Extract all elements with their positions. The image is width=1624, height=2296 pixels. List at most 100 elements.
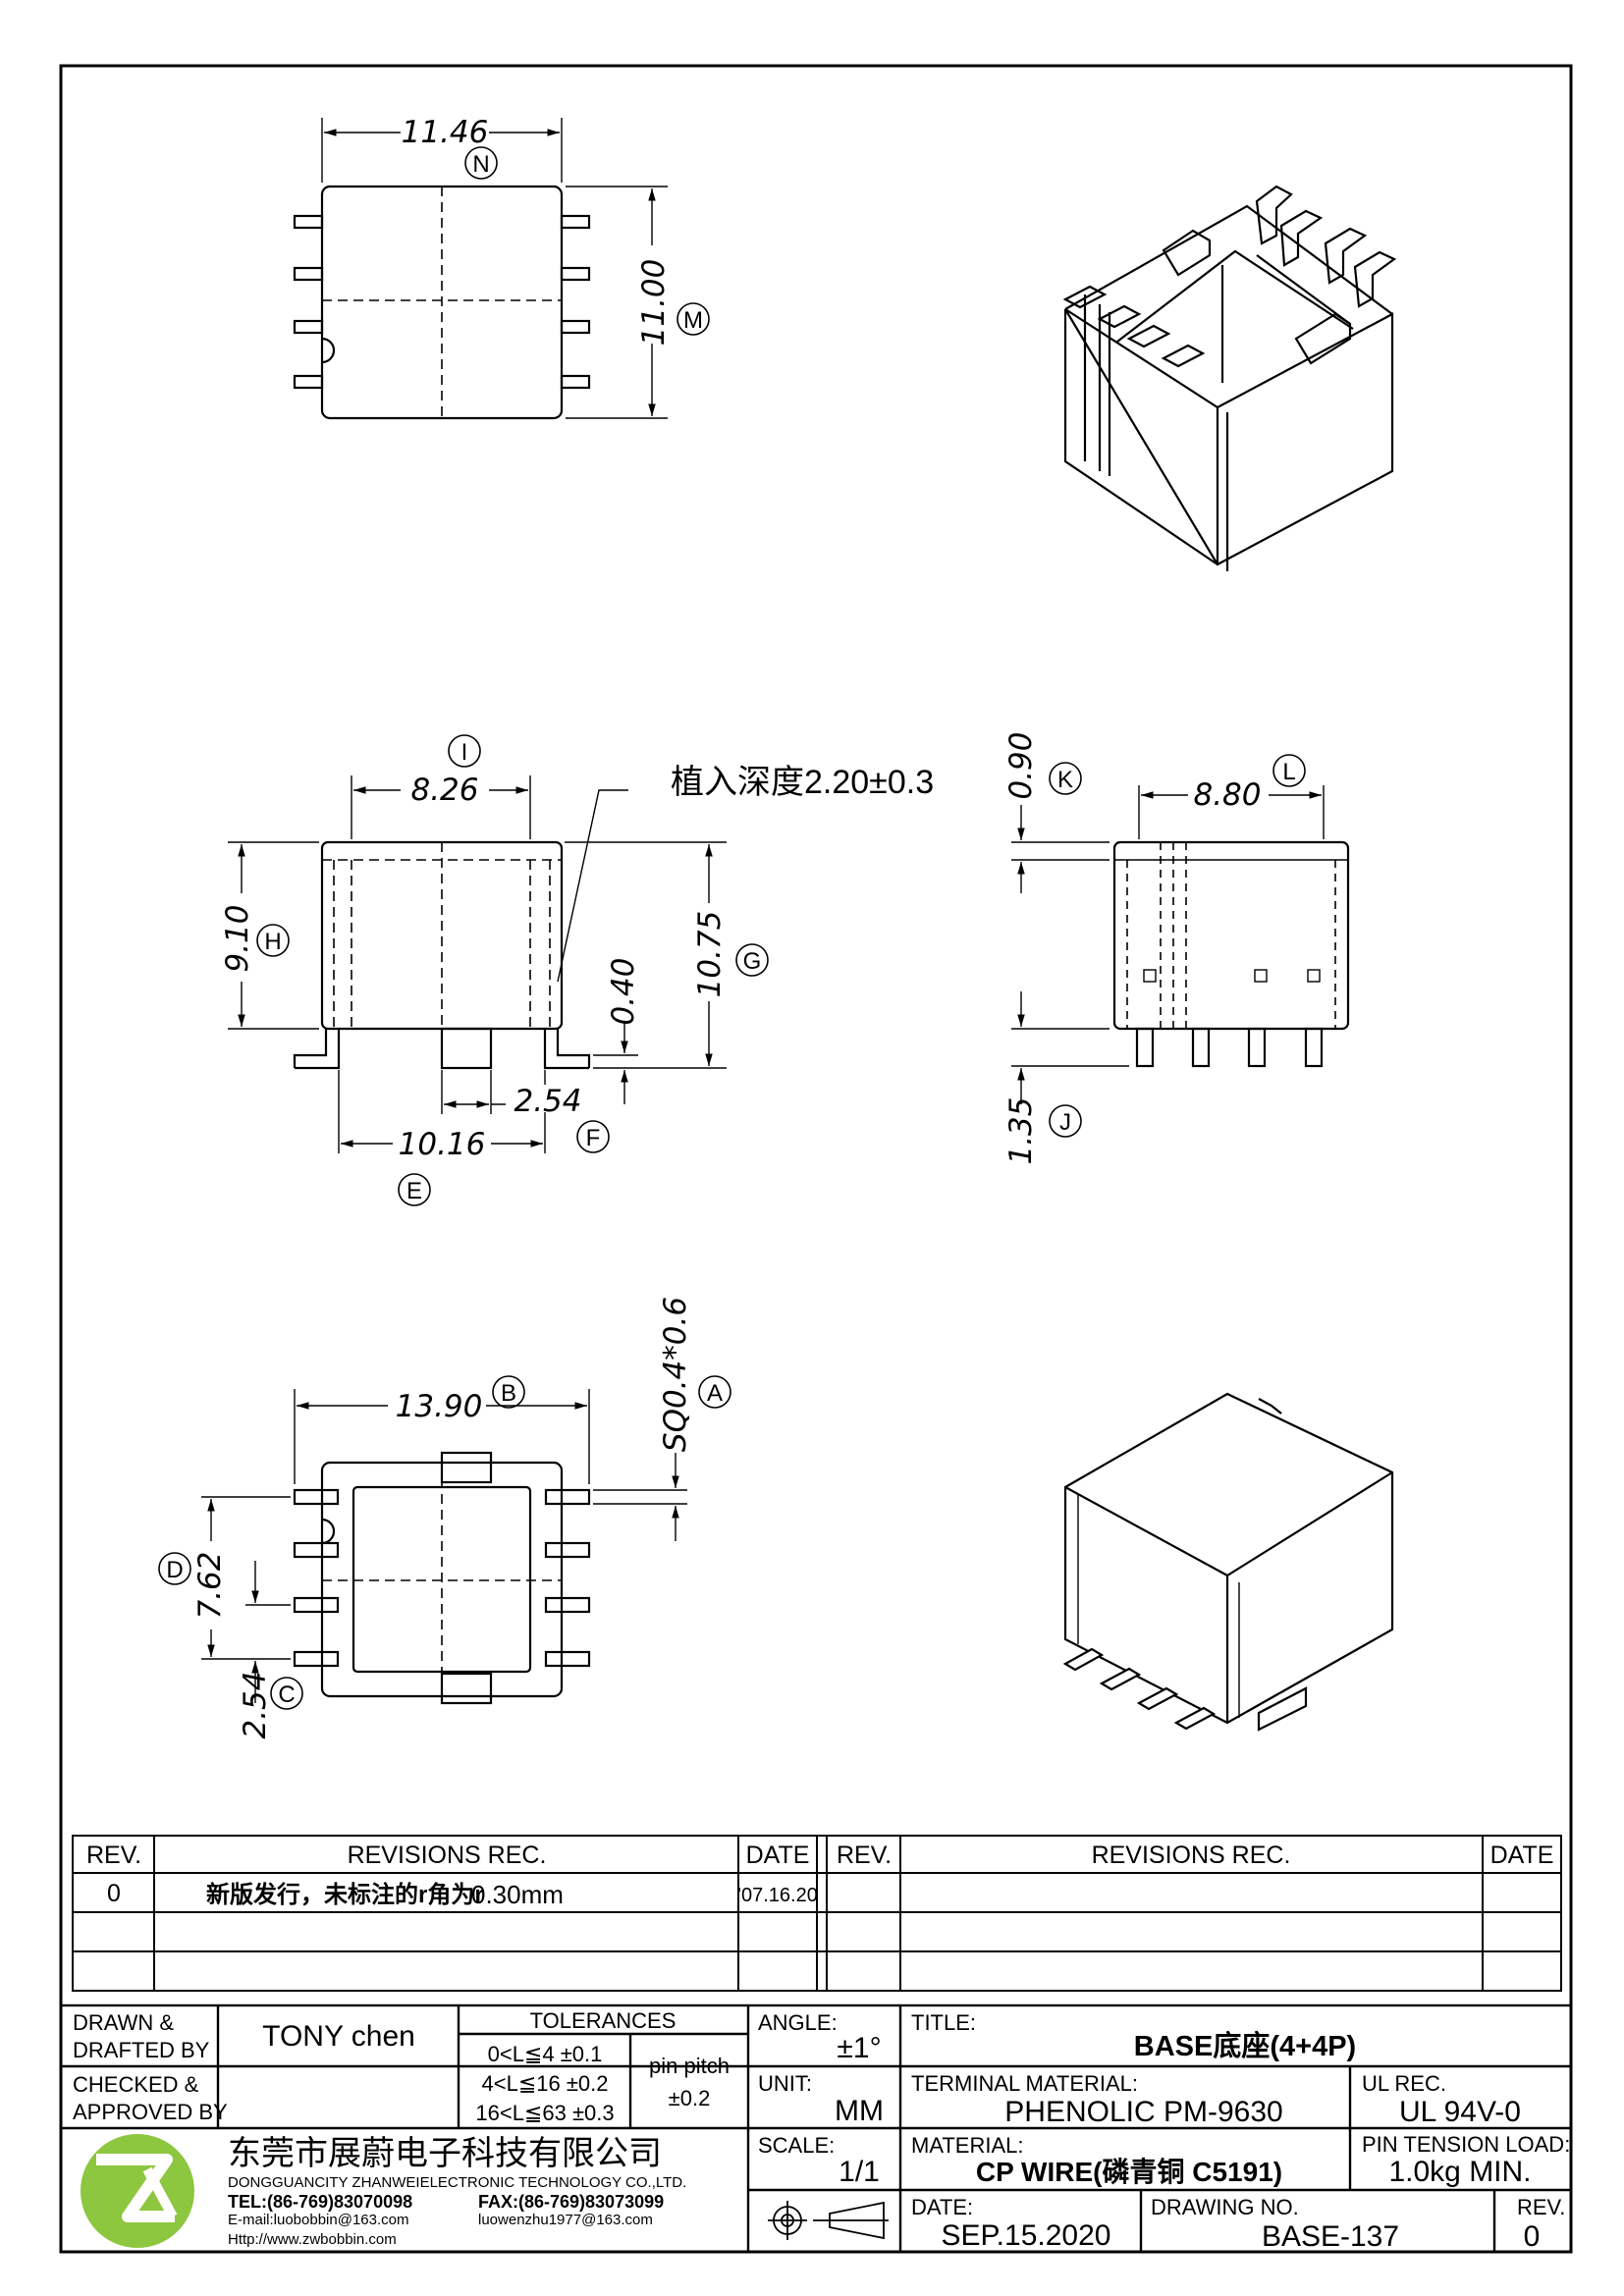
marker-j: J	[1049, 1104, 1082, 1138]
marker-l: L	[1272, 754, 1306, 787]
pin-pitch-tol: ±0.2	[669, 2086, 711, 2110]
ul-label: UL REC.	[1362, 2071, 1446, 2096]
rev-row-rec-val: 0.30mm	[471, 1880, 564, 1909]
svg-text:J: J	[1059, 1109, 1071, 1136]
dim-bottom-pin-sq: SQ0.4*0.6	[658, 1297, 693, 1452]
rev-row-rev: 0	[107, 1880, 121, 1907]
rev-header-rev-2: REV.	[837, 1842, 892, 1869]
revision-table	[72, 1835, 1562, 1992]
company-name-en: DONGGUANCITY ZHANWEIELECTRONIC TECHNOLOG…	[228, 2174, 686, 2191]
svg-text:A: A	[707, 1380, 723, 1407]
dim-bottom-width: 13.90	[396, 1389, 483, 1424]
svg-text:ZW: ZW	[137, 2243, 139, 2245]
dim-bottom-pitch: 2.54	[238, 1671, 273, 1738]
drawn-by-name: TONY chen	[262, 2020, 415, 2053]
marker-b: B	[492, 1375, 525, 1409]
checked-label-1: CHECKED &	[73, 2072, 199, 2097]
svg-text:N: N	[472, 151, 489, 178]
iso-view-bottom	[1062, 1392, 1394, 1732]
material-label: MATERIAL:	[911, 2133, 1024, 2158]
date-value: SEP.15.2020	[942, 2219, 1111, 2252]
svg-text:F: F	[586, 1125, 601, 1151]
tension-value: 1.0kg MIN.	[1388, 2156, 1531, 2188]
rev-row-date: '07.16.20	[737, 1885, 818, 1906]
marker-f: F	[576, 1120, 610, 1153]
bottom-view	[201, 1389, 687, 1705]
ul-value: UL 94V-0	[1399, 2096, 1521, 2128]
scale-value: 1/1	[839, 2156, 880, 2188]
drawing-no-value: BASE-137	[1262, 2220, 1399, 2253]
svg-text:K: K	[1057, 767, 1073, 793]
projection-symbol	[768, 2201, 889, 2240]
svg-text:H: H	[264, 929, 281, 955]
terminal-label: TERMINAL MATERIAL:	[911, 2071, 1138, 2096]
date-label: DATE:	[911, 2195, 973, 2219]
tol-row-3: 16<L≦63 ±0.3	[475, 2101, 614, 2125]
drawn-label-2: DRAFTED BY	[73, 2038, 210, 2062]
company-web: Http://www.zwbobbin.com	[228, 2231, 397, 2248]
side-view	[1011, 785, 1350, 1104]
dim-front-total: 10.75	[692, 911, 728, 998]
unit-value: MM	[835, 2095, 884, 2127]
markers: N M I H G F E K L J B A D C	[158, 146, 1306, 1710]
terminal-value: PHENOLIC PM-9630	[1004, 2096, 1282, 2128]
marker-k: K	[1049, 762, 1082, 795]
unit-label: UNIT:	[758, 2071, 812, 2096]
dim-side-top: 0.90	[1003, 731, 1039, 799]
checked-label-2: APPROVED BY	[73, 2100, 228, 2124]
rev-header-rec: REVISIONS REC.	[348, 1842, 547, 1869]
company-logo: ZW	[81, 2134, 194, 2248]
svg-text:M: M	[683, 307, 703, 334]
marker-a: A	[698, 1375, 731, 1409]
title-block	[59, 2003, 1573, 2254]
material-value: CP WIRE(磷青铜 C5191)	[976, 2157, 1282, 2187]
svg-text:G: G	[743, 948, 762, 975]
svg-text:L: L	[1282, 759, 1295, 785]
drawn-label-1: DRAWN &	[73, 2010, 174, 2035]
svg-text:D: D	[166, 1557, 183, 1583]
front-view	[228, 775, 727, 1153]
dim-front-inner: 8.26	[410, 773, 478, 808]
dim-side-pin: 1.35	[1003, 1096, 1039, 1164]
tolerances-label: TOLERANCES	[530, 2008, 677, 2033]
dim-front-pin-height: 0.40	[606, 957, 641, 1025]
company-name-cn: 东莞市展蔚电子科技有限公司	[228, 2135, 662, 2172]
svg-text:I: I	[461, 739, 468, 766]
rev-header-rec-2: REVISIONS REC.	[1092, 1842, 1291, 1869]
marker-i: I	[448, 734, 481, 768]
marker-d: D	[158, 1552, 191, 1585]
top-view	[293, 118, 668, 420]
rev-header-date: DATE	[746, 1842, 810, 1869]
rev-header-date-2: DATE	[1490, 1842, 1554, 1869]
svg-text:E: E	[406, 1178, 422, 1204]
marker-c: C	[270, 1677, 303, 1710]
tension-label: PIN TENSION LOAD:	[1362, 2132, 1570, 2157]
company-email-2: luowenzhu1977@163.com	[478, 2212, 653, 2228]
company-email: E-mail:luobobbin@163.com	[228, 2212, 409, 2228]
svg-text:B: B	[501, 1380, 516, 1407]
iso-view-top	[1062, 185, 1397, 571]
pin-pitch-label: pin pitch	[649, 2054, 730, 2078]
rev-label: REV.	[1517, 2195, 1565, 2219]
marker-e: E	[398, 1173, 431, 1206]
angle-label: ANGLE:	[758, 2010, 838, 2035]
dim-top-height: 11.00	[636, 259, 672, 347]
marker-n: N	[464, 146, 498, 180]
dim-side-width: 8.80	[1193, 777, 1261, 813]
tol-row-2: 4<L≦16 ±0.2	[482, 2071, 609, 2096]
company-tel: TEL:(86-769)83070098	[228, 2192, 412, 2212]
marker-h: H	[256, 924, 290, 957]
dim-front-height: 9.10	[220, 904, 255, 972]
tol-row-1: 0<L≦4 ±0.1	[488, 2042, 603, 2066]
drawing-title: BASE底座(4+4P)	[1134, 2029, 1356, 2062]
angle-value: ±1°	[837, 2032, 881, 2064]
rev-row-rec-cn: 新版发行，未标注的r角为r	[206, 1881, 484, 1908]
dim-bottom-span: 7.62	[192, 1551, 228, 1619]
rev-header-rev: REV.	[86, 1842, 141, 1869]
marker-g: G	[735, 943, 769, 977]
company-fax: FAX:(86-769)83073099	[478, 2192, 664, 2212]
dim-front-pitch: 2.54	[514, 1084, 581, 1119]
depth-note: 植入深度2.20±0.3	[671, 764, 934, 801]
svg-text:C: C	[278, 1682, 295, 1708]
